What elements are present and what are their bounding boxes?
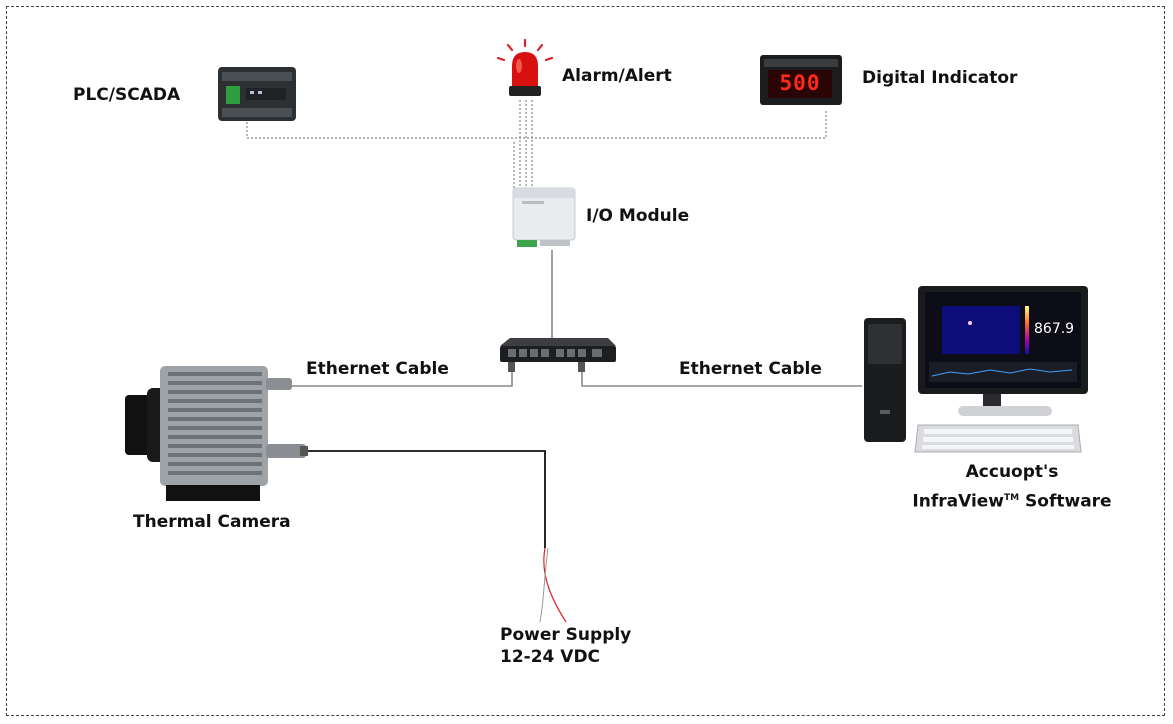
camera-power-cable xyxy=(305,450,546,548)
trademark-mark: TM xyxy=(1004,493,1020,503)
software-label-line1: Accuopt's xyxy=(965,462,1059,482)
alarm-beacon xyxy=(496,38,554,96)
io-signal-wires xyxy=(246,100,827,192)
power-supply-line2: 12-24 VDC xyxy=(500,647,601,667)
thermal-camera-device xyxy=(125,366,308,501)
thermal-image-view xyxy=(942,306,1020,354)
diagram-border xyxy=(6,6,1165,716)
keyboard-device xyxy=(914,424,1082,453)
alarm-label: Alarm/Alert xyxy=(562,66,672,86)
plc-label: PLC/SCADA xyxy=(73,85,181,105)
pc-tower-device xyxy=(864,318,906,442)
camera-ethernet-cable xyxy=(290,370,513,387)
indicator-display-value: 500 xyxy=(779,71,821,95)
power-wire-red xyxy=(543,547,567,623)
ethernet-switch-device xyxy=(500,338,616,372)
software-label-line2: InfraViewTM Software xyxy=(912,487,1112,513)
plc-device xyxy=(218,67,296,121)
digital-indicator-device xyxy=(760,55,842,105)
power-supply-label: Power Supply 12-24 VDC xyxy=(500,624,631,668)
plc-indicator-bus-wire xyxy=(246,110,827,139)
power-wire-grey xyxy=(539,547,549,623)
thermal-camera-label: Thermal Camera xyxy=(133,512,291,532)
ethernet-cable-right-label: Ethernet Cable xyxy=(679,359,822,379)
software-suffix: Software xyxy=(1019,491,1112,512)
screen-temperature-value: 867.9 xyxy=(1034,321,1075,337)
pc-monitor-device xyxy=(918,286,1088,416)
io-module-device xyxy=(512,187,576,247)
io-module-label: I/O Module xyxy=(586,206,690,226)
color-palette-bar xyxy=(1025,306,1029,354)
ethernet-cable-left-label: Ethernet Cable xyxy=(306,359,449,379)
power-supply-line1: Power Supply xyxy=(500,625,632,645)
pc-ethernet-cable xyxy=(581,370,862,387)
cables xyxy=(290,250,862,623)
software-label: Accuopt's InfraViewTM Software xyxy=(912,461,1112,513)
software-name: InfraView xyxy=(912,491,1005,512)
digital-indicator-label: Digital Indicator xyxy=(862,68,1018,88)
plc-green-terminal xyxy=(226,86,240,104)
